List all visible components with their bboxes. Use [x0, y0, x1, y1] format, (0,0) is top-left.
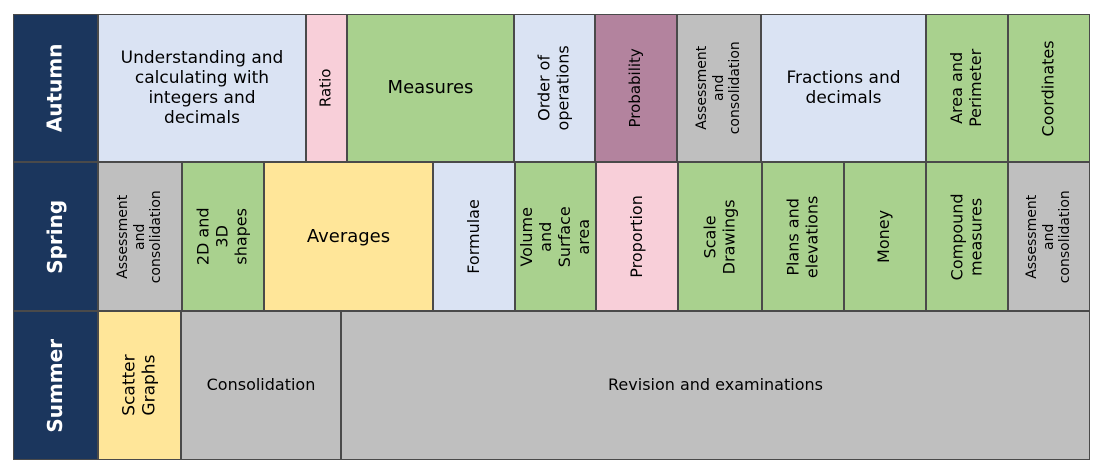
spring-proportion-label: Proportion	[626, 195, 646, 278]
autumn-area-perimeter-label: Area and Perimeter	[947, 48, 985, 128]
autumn-ratio: Ratio	[306, 14, 347, 162]
summer-consolidation-label: Consolidation	[206, 375, 316, 395]
spring-assessment-1: Assessment and consolidation	[98, 162, 182, 311]
spring-formulae-label: Formulae	[463, 199, 483, 274]
spring-money: Money	[844, 162, 926, 311]
autumn-order-of-operations-label: Order of operations	[534, 45, 573, 131]
spring-volume-surface-area-label: Volume and Surface area	[516, 206, 593, 267]
autumn-fractions-decimals-label: Fractions and decimals	[786, 67, 901, 108]
spring-proportion: Proportion	[596, 162, 678, 311]
spring-scale-drawings: Scale Drawings	[678, 162, 762, 311]
autumn-probability-label: Probability	[626, 48, 645, 128]
autumn-area-perimeter: Area and Perimeter	[926, 14, 1008, 162]
autumn-assessment: Assessment and consolidation	[677, 14, 761, 162]
season-spring-label: Spring	[42, 199, 67, 274]
spring-averages: Averages	[264, 162, 433, 311]
season-autumn-label: Autumn	[42, 43, 67, 133]
spring-assessment-1-label: Assessment and consolidation	[115, 189, 165, 284]
spring-assessment-2: Assessment and consolidation	[1008, 162, 1090, 311]
summer-consolidation: Consolidation	[181, 311, 341, 460]
autumn-integers-decimals: Understanding and calculating with integ…	[98, 14, 306, 162]
autumn-fractions-decimals: Fractions and decimals	[761, 14, 926, 162]
autumn-coordinates-label: Coordinates	[1038, 39, 1058, 137]
summer-scatter-graphs-label: Scatter Graphs	[119, 354, 160, 417]
spring-plans-elevations-label: Plans and elevations	[783, 195, 822, 278]
spring-volume-surface-area: Volume and Surface area	[515, 162, 596, 311]
summer-revision-examinations-label: Revision and examinations	[608, 375, 823, 395]
autumn-probability: Probability	[595, 14, 677, 162]
spring-money-label: Money	[874, 209, 894, 264]
season-summer-label: Summer	[42, 338, 67, 433]
spring-compound-measures-label: Compound measures	[947, 193, 985, 280]
autumn-assessment-label: Assessment and consolidation	[694, 41, 744, 135]
summer-scatter-graphs: Scatter Graphs	[98, 311, 181, 460]
spring-2d-3d-shapes-label: 2D and 3D shapes	[193, 207, 251, 266]
season-summer: Summer	[13, 311, 98, 460]
autumn-measures: Measures	[347, 14, 514, 162]
autumn-order-of-operations: Order of operations	[514, 14, 595, 162]
spring-2d-3d-shapes: 2D and 3D shapes	[182, 162, 264, 311]
spring-assessment-2-label: Assessment and consolidation	[1024, 189, 1074, 284]
autumn-ratio-label: Ratio	[316, 68, 335, 108]
spring-averages-label: Averages	[306, 225, 391, 247]
season-spring: Spring	[13, 162, 98, 311]
spring-scale-drawings-label: Scale Drawings	[700, 199, 738, 274]
spring-plans-elevations: Plans and elevations	[762, 162, 844, 311]
summer-revision-examinations: Revision and examinations	[341, 311, 1090, 460]
spring-compound-measures: Compound measures	[926, 162, 1008, 311]
spring-formulae: Formulae	[433, 162, 515, 311]
season-autumn: Autumn	[13, 14, 98, 162]
autumn-measures-label: Measures	[387, 77, 474, 99]
autumn-integers-decimals-label: Understanding and calculating with integ…	[120, 47, 284, 129]
autumn-coordinates: Coordinates	[1008, 14, 1090, 162]
